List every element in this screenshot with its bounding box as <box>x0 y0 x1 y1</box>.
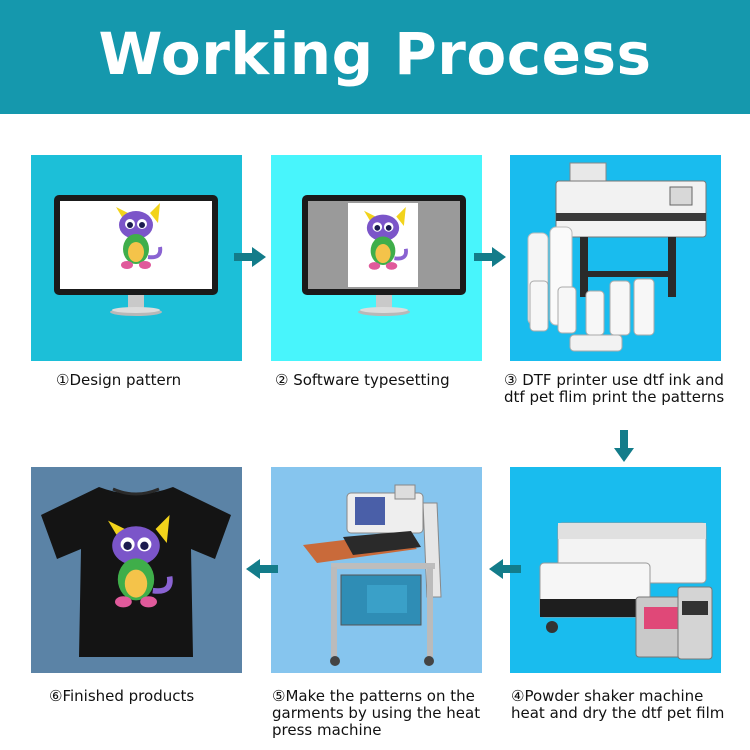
step-2-panel <box>271 155 482 361</box>
step-2-label: ② Software typesetting <box>275 371 450 389</box>
page-title: Working Process <box>98 20 652 88</box>
powder-shaker-illustration <box>539 522 713 660</box>
step-5-panel <box>271 467 482 673</box>
step-3-panel <box>510 155 721 361</box>
step-3-label: ③ DTF printer use dtf ink and dtf pet fl… <box>504 371 725 406</box>
arrow-right-icon <box>474 247 506 267</box>
arrow-left-icon <box>246 559 278 579</box>
monitor-with-dragon-illustration <box>54 195 218 316</box>
header-banner: Working Process <box>0 0 750 114</box>
step-4-panel <box>510 467 721 673</box>
step-5-label: ⑤Make the patterns on the garments by us… <box>272 687 481 739</box>
step-1-label: ①Design pattern <box>56 371 182 389</box>
step-1-panel <box>31 155 242 361</box>
step-6-panel <box>31 467 242 673</box>
arrow-down-icon <box>614 430 634 462</box>
heat-press-illustration <box>303 484 442 666</box>
arrow-left-icon <box>489 559 521 579</box>
step-4-label: ④Powder shaker machine heat and dry the … <box>511 687 725 722</box>
arrow-right-icon <box>234 247 266 267</box>
monitor-typesetting-illustration <box>302 195 466 316</box>
dtf-printer-illustration <box>527 162 707 352</box>
step-6-label: ⑥Finished products <box>49 687 195 705</box>
tshirt-with-dragon-illustration <box>41 487 231 657</box>
